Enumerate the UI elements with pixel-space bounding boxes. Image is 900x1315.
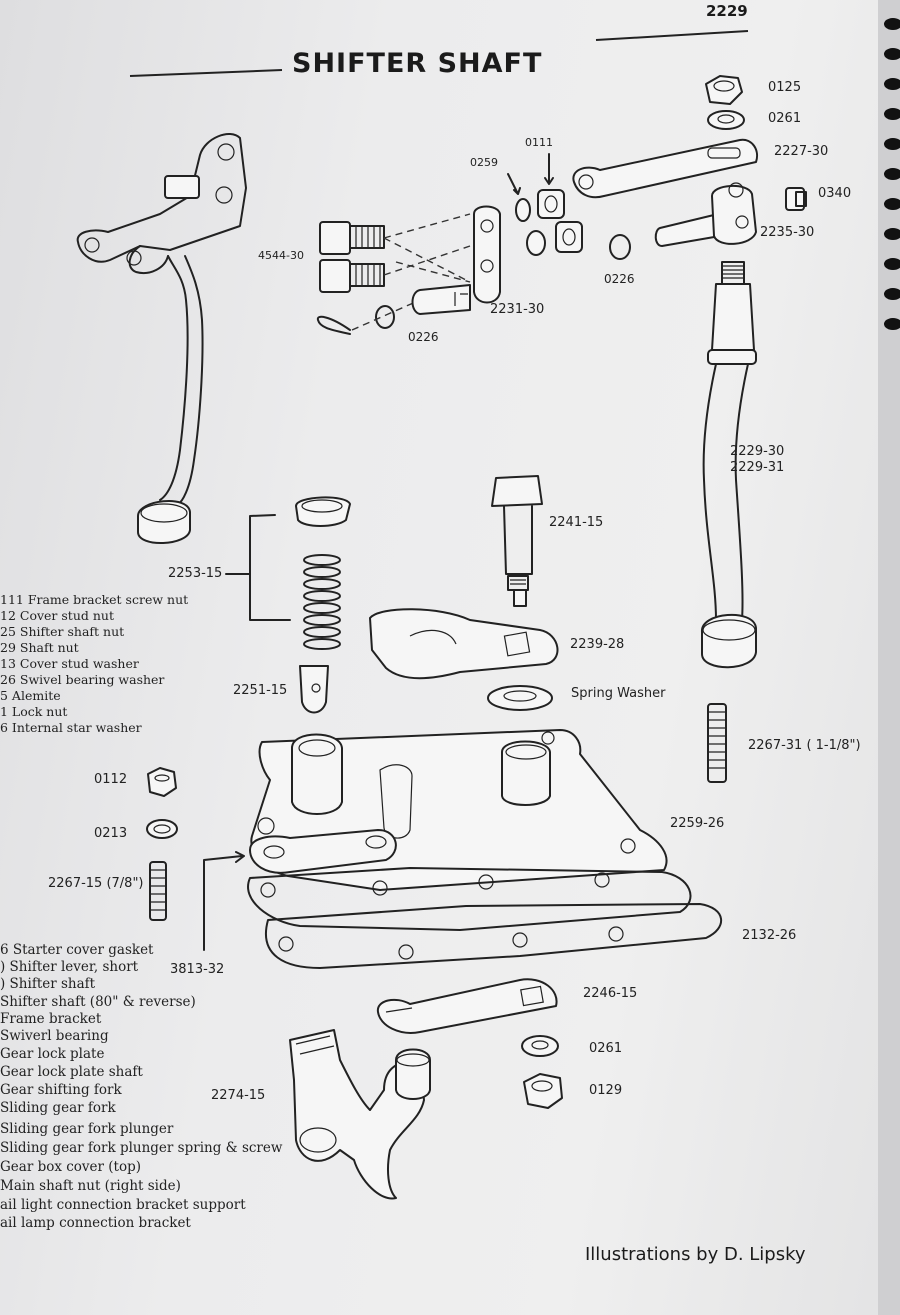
stud-2267-31 (707, 703, 727, 783)
legend-item: 1 Lock nut (0, 704, 68, 719)
part-label-2267-15: 2267-15 (7/8") (48, 876, 144, 891)
starter-cover-gaskets (247, 867, 723, 969)
part-label-2227-30: 2227-30 (774, 144, 829, 159)
illustration-credit: Illustrations by D. Lipsky (585, 1244, 806, 1265)
stud-2267-15 (149, 861, 167, 921)
legend-item: ) Shifter lever, short (0, 959, 139, 975)
legend-item: 29 Shaft nut (0, 640, 79, 655)
legend-item: 6 Internal star washer (0, 720, 142, 735)
part-label-0125: 0125 (768, 80, 802, 95)
legend-item: Frame bracket (0, 1011, 102, 1027)
part-label-2241-15: 2241-15 (549, 515, 604, 530)
part-label-0226-left: 0226 (408, 330, 439, 344)
cover-stud-nut-0112 (147, 767, 177, 797)
part-label-0261-top: 0261 (768, 111, 802, 126)
part-label-2253-15: 2253-15 (168, 566, 223, 581)
sliding-gear-fork (289, 1029, 431, 1200)
spring-washer (487, 685, 553, 711)
washer-0261-top (707, 110, 745, 130)
nut-0125 (705, 75, 743, 105)
frame-bracket (411, 205, 501, 315)
part-label-2251-15: 2251-15 (233, 683, 288, 698)
part-label-2246-15: 2246-15 (583, 986, 638, 1001)
part-label-0340: 0340 (818, 186, 852, 201)
legend-item: 26 Swivel bearing washer (0, 672, 165, 687)
part-label-0111: 0111 (525, 136, 553, 149)
legend-item: Main shaft nut (right side) (0, 1178, 181, 1194)
gear-shifting-fork-arm (376, 978, 558, 1034)
legend-item: Sliding gear fork plunger (0, 1121, 174, 1137)
washer-0261-bottom (521, 1035, 559, 1057)
part-label-2235-30: 2235-30 (760, 225, 815, 240)
part-label-2239-28: 2239-28 (570, 637, 625, 652)
title-rule-left (129, 69, 283, 77)
legend-item: Gear box cover (top) (0, 1159, 142, 1175)
gear-lock-plate-shaft (491, 475, 543, 607)
plunger-spring-and-screw (225, 496, 351, 650)
legend-item: 5 Alemite (0, 688, 61, 703)
shifter-shaft-2229-30 (700, 261, 757, 669)
cover-stud-washer-0213 (146, 819, 178, 839)
page-title: SHIFTER SHAFT (292, 48, 543, 79)
legend-item: 12 Cover stud nut (0, 608, 114, 623)
legend-item: ail light connection bracket support (0, 1197, 246, 1213)
legend-item: 13 Cover stud washer (0, 656, 139, 671)
title-rule-right (595, 30, 749, 41)
legend-item: 111 Frame bracket screw nut (0, 592, 189, 607)
part-label-2132-26: 2132-26 (742, 928, 797, 943)
shifter-lever-short (203, 829, 397, 951)
part-label-0112: 0112 (94, 772, 128, 787)
clip-ring-0226-right (609, 234, 631, 260)
legend-item: Gear shifting fork (0, 1082, 122, 1098)
part-label-2229-31: 2229-31 (730, 460, 785, 475)
legend-item: ) Shifter shaft (0, 976, 96, 992)
alemite-0340 (785, 187, 807, 211)
cotter-pin (316, 315, 351, 335)
clip-ring-0226-left (375, 305, 395, 329)
part-label-2274-15: 2274-15 (211, 1088, 266, 1103)
legend-item: 25 Shifter shaft nut (0, 624, 125, 639)
page-number: 2229 (706, 2, 748, 20)
shifter-lever-2227-30 (572, 138, 758, 199)
nut-0129 (523, 1073, 563, 1109)
part-label-spring-washer: Spring Washer (571, 686, 666, 701)
part-label-4544-30: 4544-30 (258, 249, 304, 262)
legend-item: ail lamp connection bracket (0, 1215, 191, 1231)
part-label-2229-30: 2229-30 (730, 444, 785, 459)
sliding-gear-fork-plunger (299, 665, 329, 714)
gear-lock-plate (369, 608, 559, 680)
part-label-2259-26: 2259-26 (670, 816, 725, 831)
part-label-0213: 0213 (94, 826, 128, 841)
binding-rings (884, 18, 900, 330)
legend-item: Sliding gear fork (0, 1100, 116, 1116)
washers-nuts-0259-0111 (507, 153, 583, 256)
swivel-bearing-2235-30 (654, 182, 757, 247)
legend-item: Sliding gear fork plunger spring & screw (0, 1140, 283, 1156)
legend-item: Swiverl bearing (0, 1028, 109, 1044)
part-label-0226-right: 0226 (604, 272, 635, 286)
part-label-0259: 0259 (470, 156, 498, 169)
part-label-2267-31: 2267-31 ( 1-1/8") (748, 738, 861, 753)
legend-item: Gear lock plate (0, 1046, 105, 1062)
part-label-2231-30: 2231-30 (490, 302, 545, 317)
legend-item: Gear lock plate shaft (0, 1064, 143, 1080)
legend-item: 6 Starter cover gasket (0, 942, 154, 958)
legend-item: Shifter shaft (80" & reverse) (0, 994, 196, 1010)
part-label-3813-32: 3813-32 (170, 962, 225, 977)
bolts-4544-30 (319, 213, 471, 293)
shifter-assembly-left (76, 133, 247, 544)
part-label-0129: 0129 (589, 1083, 623, 1098)
part-label-0261-bottom: 0261 (589, 1041, 623, 1056)
